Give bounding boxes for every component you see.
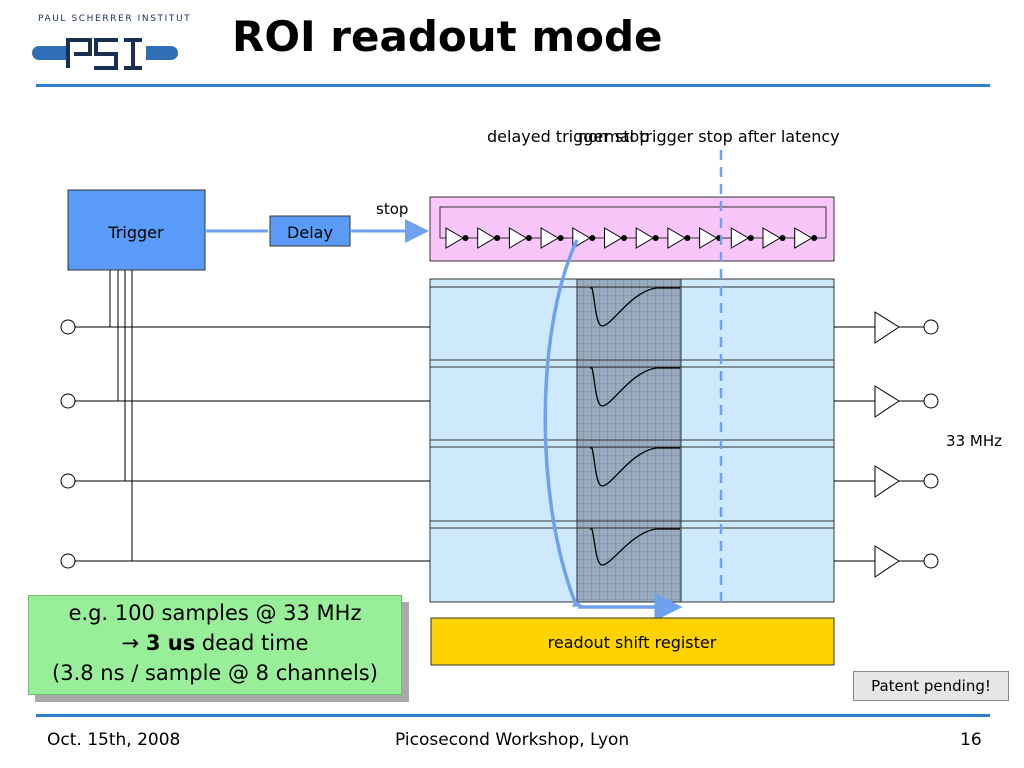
callout-line-1: e.g. 100 samples @ 33 MHz [68,601,362,625]
cell-node-dot [494,235,501,241]
footer-page-number: 16 [960,730,982,750]
output-terminal [923,473,939,489]
inverter-cell-icon [794,227,813,249]
inverter-cell-icon [762,227,781,249]
pulse-waveform [590,447,680,487]
inverter-cell-icon [730,227,750,249]
inverter-cell-icon [508,227,528,249]
cell-node-dot [589,235,596,241]
footer-event: Picosecond Workshop, Lyon [395,730,630,750]
dead-time-value: 3 us [145,631,196,655]
roi-region [576,278,682,603]
inverter-cell-icon [604,227,623,249]
dead-time-text: dead time [201,631,309,655]
delay-box: Delay [269,215,351,247]
inverter-cell-icon [667,227,686,249]
shift-register-label: readout shift register [548,633,717,652]
stop-label: stop [376,200,408,218]
inverter-cell-icon [445,227,464,249]
patent-badge: Patent pending! [853,671,1009,701]
domino-ring [429,196,835,262]
input-terminal [60,319,76,335]
footer-date: Oct. 15th, 2008 [47,730,181,750]
inverter-cell-icon [477,227,496,249]
readout-curve-arrow [543,239,579,603]
output-buffer-icon [874,385,900,418]
callout-line-3: (3.8 ns / sample @ 8 channels) [52,661,378,685]
normal-trigger-stop-label: normal trigger stop after latency [578,127,840,146]
bottom-divider [36,714,990,717]
delay-label: Delay [287,223,333,242]
inverter-cell-icon [699,227,718,249]
institute-name: PAUL SCHERRER INSTITUT [38,14,192,24]
cell-node-dot [652,235,659,241]
cell-node-dot [462,235,469,241]
callout-line-2: → 3 us dead time [29,628,401,658]
cell-node-dot [811,235,818,241]
page-title: ROI readout mode [232,12,663,61]
output-terminal [923,319,939,335]
pulse-waveform [590,528,680,566]
pulse-waveform [590,367,680,407]
output-buffer-icon [874,465,900,498]
output-terminal [923,393,939,409]
pulse-waveform [590,287,680,327]
cell-node-dot [684,235,691,241]
input-terminal [60,553,76,569]
output-buffer-icon [874,311,900,344]
dead-time-callout: e.g. 100 samples @ 33 MHz → 3 us dead ti… [28,595,402,695]
cell-node-dot [621,235,627,241]
delayed-trigger-stop-label: delayed trigger stop [487,127,649,146]
cell-node-dot [779,235,786,241]
cell-node-dot [525,235,532,241]
input-terminal [60,393,76,409]
right-arrow-icon: → [121,631,140,655]
cell-node-dot [747,235,754,241]
cell-node-dot [557,235,564,241]
psi-logo-graphic [32,36,178,70]
inverter-cell-icon [635,227,655,249]
readout-shift-register: readout shift register [430,617,835,666]
inverter-cell-icon [540,227,560,249]
output-terminal [923,553,939,569]
output-buffer-icon [874,545,900,578]
frequency-label: 33 MHz [946,432,1002,450]
top-divider [36,84,990,87]
trigger-box: Trigger [67,189,206,271]
psi-logo [30,12,180,74]
trigger-label: Trigger [107,223,164,242]
input-terminal [60,473,76,489]
